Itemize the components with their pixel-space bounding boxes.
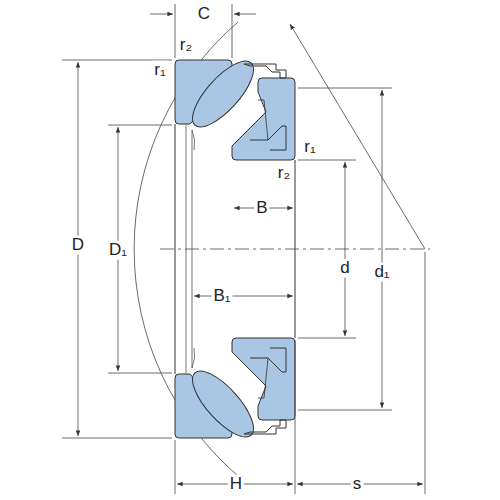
dimension-label: H	[228, 475, 244, 494]
dimension-label: r₁	[302, 138, 317, 157]
dimension-label: r₁	[152, 61, 167, 80]
dimension-label: C	[196, 5, 212, 24]
dimension-label: B₁	[211, 287, 232, 306]
dimension-label: d	[338, 259, 351, 278]
dimension-label: r₂	[178, 36, 194, 55]
dimension-label: D₁	[107, 241, 129, 260]
dimension-label: s	[351, 475, 364, 494]
dimension-label: B	[254, 199, 269, 218]
dimension-label: r₂	[276, 164, 292, 183]
dimension-label: D	[70, 236, 86, 255]
dimension-label: d₁	[372, 263, 391, 282]
